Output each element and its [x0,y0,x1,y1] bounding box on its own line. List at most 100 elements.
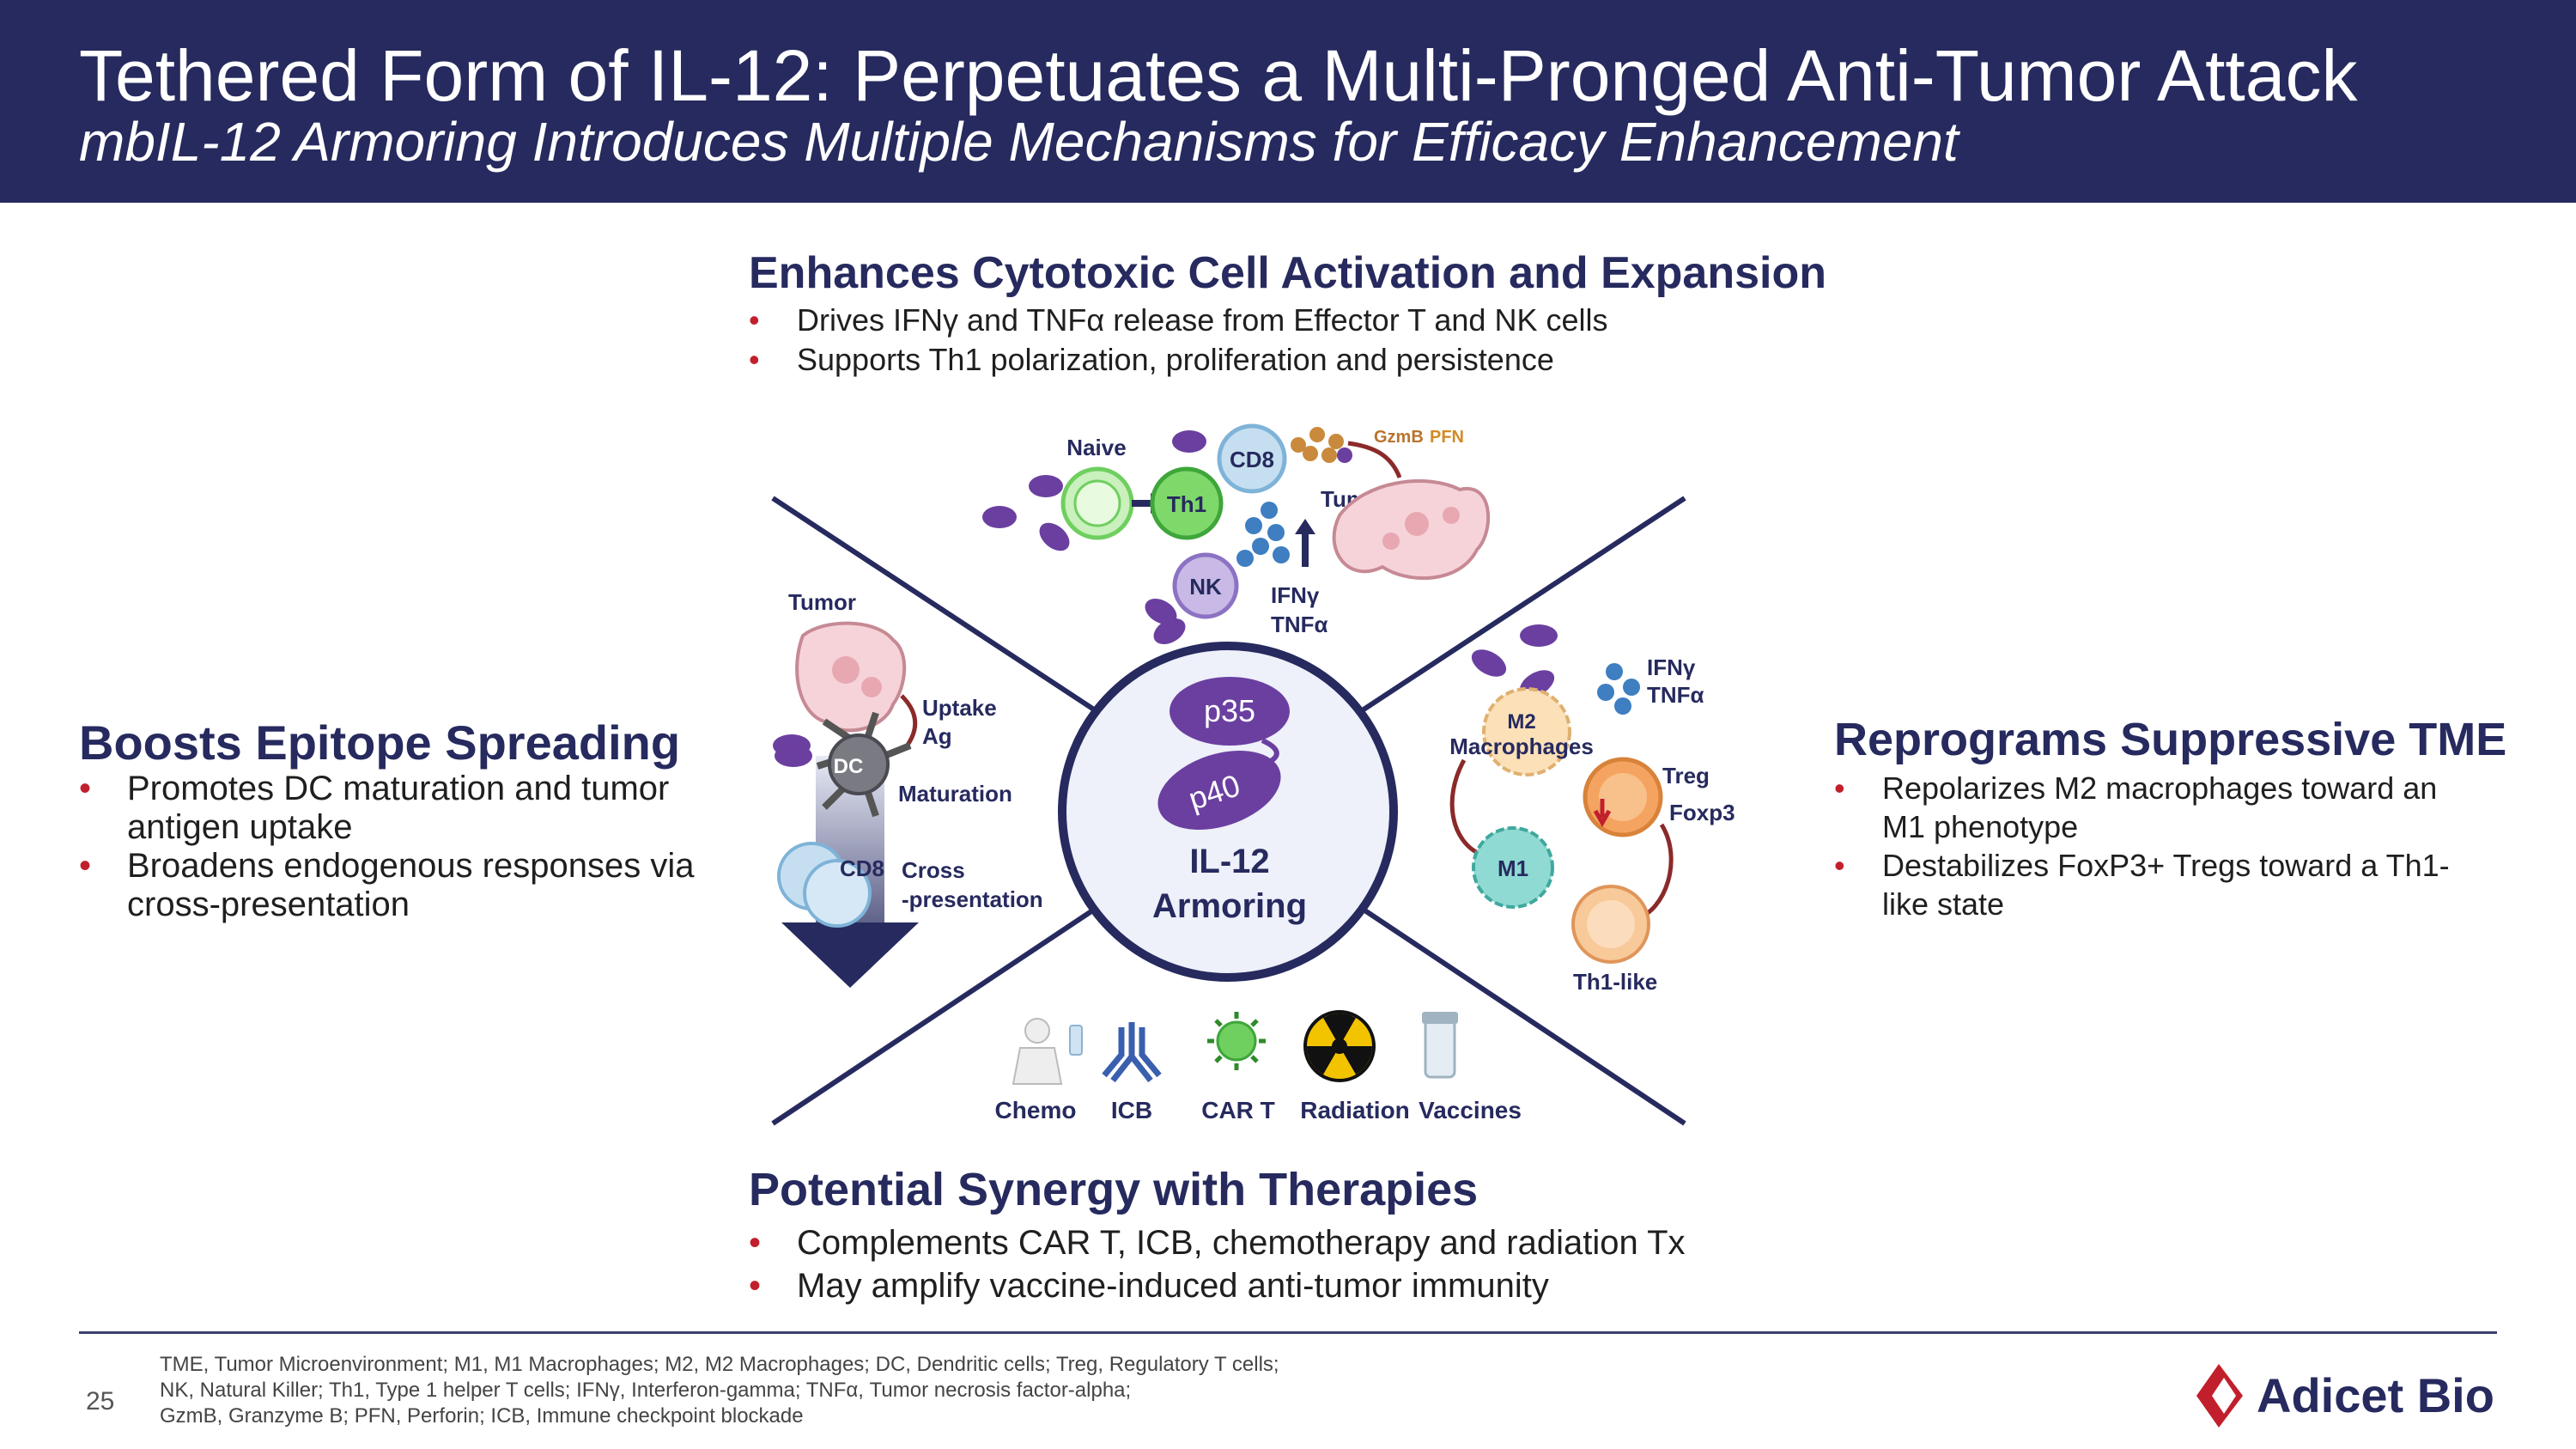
right-section-bullets: •Repolarizes M2 macrophages toward an M1… [1834,769,2452,923]
vaccine-vial-icon [1424,1019,1456,1079]
left-tumor-label: Tumor [788,589,856,615]
cytokine-icon [1267,524,1285,541]
left-section-bullets: •Promotes DC maturation and tumor antige… [79,770,732,924]
company-logo: Adicet Bio [2196,1364,2494,1428]
dc-label: DC [834,755,864,778]
il12-mechanism-diagram: p35 p40 IL-12 Armoring Naive Th1 CD8 Gzm… [771,423,1735,1126]
therapy-chemo-label: Chemo [995,1097,1077,1123]
bottom-section-heading: Potential Synergy with Therapies [749,1164,1479,1215]
macrophages-label: Macrophages [1449,734,1594,759]
presentation-label: -presentation [902,886,1043,912]
car-t-cell-icon [1216,1020,1257,1062]
therapy-radiation-label: Radiation [1300,1097,1410,1123]
th1-label: Th1 [1167,491,1206,517]
bullet-item: •Destabilizes FoxP3+ Tregs toward a Th1-… [1834,848,2450,922]
il12-molecule-icon [1039,522,1070,551]
cell-nucleus [1073,479,1121,527]
tumor-detail [1382,533,1400,550]
bullet-item: •Complements CAR T, ICB, chemotherapy an… [749,1221,1686,1264]
il12-molecule-icon [1471,649,1507,677]
process-arrow-head [781,922,919,988]
granule-icon [1309,427,1325,442]
divider-line [771,496,1101,715]
bullet-dot: • [749,1267,762,1305]
right-quadrant: IFNγ TNFα M2 Macrophages M1 Treg Foxp3 T… [1449,624,1735,995]
maturation-label: Maturation [898,781,1012,807]
right-section-heading: Reprograms Suppressive TME [1834,714,2507,765]
bullet-item: •Supports Th1 polarization, proliferatio… [749,340,1607,380]
right-tnfa-label: TNFα [1647,682,1704,708]
footnote-line: GzmB, Granzyme B; PFN, Perforin; ICB, Im… [160,1404,804,1428]
bullet-dot: • [749,302,760,338]
top-section-heading: Enhances Cytotoxic Cell Activation and E… [749,248,1827,298]
cytokine-icon [1252,538,1269,555]
iv-bag-icon [1069,1025,1083,1056]
repolarize-arrow-icon [1449,758,1483,857]
kill-arrow-icon [1347,441,1402,478]
tumor-detail [1443,507,1460,524]
bottom-section-bullets: •Complements CAR T, ICB, chemotherapy an… [749,1221,1686,1307]
cell-nucleus [1587,900,1635,948]
therapy-car-t-label: CAR T [1201,1097,1275,1123]
bullet-dot: • [1834,848,1845,883]
bullet-item: •Drives IFNγ and TNFα release from Effec… [749,301,1607,340]
tumor-detail [861,677,882,697]
top-section-bullets: •Drives IFNγ and TNFα release from Effec… [749,301,1607,380]
gzmb-label: GzmB [1374,428,1424,447]
divider-line [1357,496,1686,715]
il12-molecule-icon [775,745,812,767]
bullet-dot: • [749,1224,762,1262]
pfn-label: PFN [1430,428,1464,447]
radiation-center [1332,1038,1347,1054]
left-section-heading: Boosts Epitope Spreading [79,715,681,770]
up-arrow-head-icon [1295,519,1315,534]
naive-label: Naive [1066,435,1126,460]
down-arrow-icon [1593,799,1612,828]
granule-icon [1337,447,1352,463]
divider-line [771,904,1101,1126]
granule-icon [1303,446,1318,461]
bullet-item: •Repolarizes M2 macrophages toward an M1… [1834,770,2438,844]
cd8-label: CD8 [1230,447,1274,472]
m1-label: M1 [1498,855,1528,881]
bullet-dot: • [749,342,760,377]
m2-macrophage-icon [1482,687,1571,776]
tumor-detail [1405,512,1429,536]
il12-molecule-icon [1029,475,1063,497]
right-ifng-label: IFNγ [1647,654,1696,680]
cytokine-icon [1273,546,1290,563]
uptake-arrow-icon [900,694,918,749]
bullet-item: •Promotes DC maturation and tumor antige… [79,770,670,846]
bullet-dot: • [79,770,92,807]
ifng-label: IFNγ [1271,582,1320,608]
granule-icon [1328,434,1344,449]
p40-subunit-icon [1157,750,1281,831]
center-line1: IL-12 [1189,843,1269,880]
cytokine-icon [1606,663,1623,680]
antibody-icon [1102,1022,1162,1083]
bullet-item: •May amplify vaccine-induced anti-tumor … [749,1264,1686,1307]
cytokine-icon [1623,679,1640,696]
p35-subunit-icon [1170,677,1290,746]
granule-icon [1291,437,1306,453]
il12-molecule-icon [1153,618,1186,645]
logo-text: Adicet Bio [2257,1368,2494,1422]
granule-icon [1321,447,1337,463]
footnote-line: TME, Tumor Microenvironment; M1, M1 Macr… [160,1353,1279,1376]
chemo-patient-icon [1012,1047,1063,1085]
cross-label: Cross [902,857,965,883]
m1-macrophage-icon [1472,826,1554,909]
il12-molecule-icon [1172,430,1206,453]
page-number: 25 [86,1387,115,1416]
foxp3-label: Foxp3 [1669,800,1735,825]
il12-molecule-icon [1520,624,1558,647]
cytokine-icon [1597,684,1614,701]
cytokine-icon [1614,697,1631,715]
left-quadrant: Tumor Uptake Ag DC Maturation CD8 Cross … [773,589,1043,988]
car-receptor-icon [1207,1012,1266,1070]
left-cd8-label: CD8 [840,855,884,881]
page-title: Tethered Form of IL-12: Perpetuates a Mu… [79,35,2358,116]
ag-label: Ag [922,723,952,749]
patient-head [1024,1018,1050,1044]
treg-label: Treg [1662,763,1710,788]
